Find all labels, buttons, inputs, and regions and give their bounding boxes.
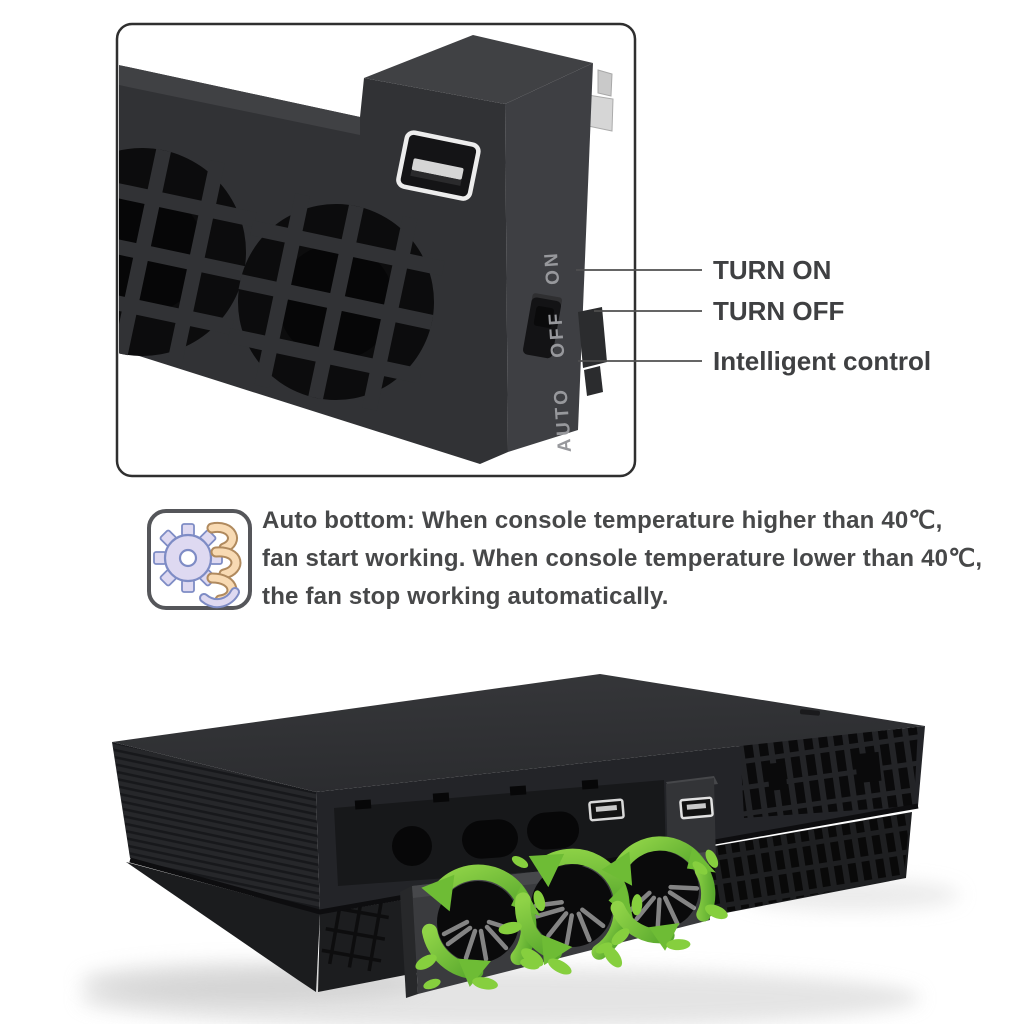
note-line-2: fan start working. When console temperat… — [262, 545, 983, 572]
switch-side-tab-lower — [584, 366, 603, 396]
switch-side-tab — [578, 307, 607, 368]
gear-icon — [153, 523, 223, 593]
auto-mode-gear-icon — [147, 509, 252, 610]
switch-printed-labels: AUTO OFF ON — [541, 250, 576, 453]
vent-cutout-1 — [766, 762, 788, 791]
fan-usb-port — [679, 796, 714, 820]
device-right-face — [505, 63, 593, 452]
fan-grille-left — [119, 137, 257, 367]
cooling-fan-device: AUTO OFF ON — [119, 35, 614, 464]
tower-top-face — [364, 35, 593, 104]
switch-label-off: OFF — [545, 310, 569, 358]
plug-connector-small — [597, 69, 613, 97]
attached-fan-unit — [400, 776, 737, 998]
console-with-fan-render — [80, 674, 960, 1024]
power-button — [799, 709, 820, 716]
label-turn-on: TURN ON — [713, 255, 832, 285]
fan-opening-2 — [527, 865, 613, 953]
label-intelligent-control: Intelligent control — [713, 346, 932, 376]
scattered-leaves — [423, 856, 708, 990]
fan-grille-right — [227, 193, 445, 411]
console-base-left — [126, 862, 320, 992]
plug-connector — [587, 94, 614, 132]
note-line-1: Auto bottom: When console temperature hi… — [262, 507, 943, 534]
vent-cutout-2 — [854, 751, 882, 784]
framed-photo-fan-closeup: AUTO OFF ON — [115, 22, 702, 478]
note-line-3: the fan stop working automatically. — [262, 583, 669, 610]
switch-label-on: ON — [541, 250, 564, 286]
console-left-face — [112, 742, 320, 912]
console-usb-port — [588, 798, 625, 822]
console-side-vents — [740, 727, 918, 818]
mode-switch — [522, 293, 563, 359]
fan-slab-left-edge — [400, 886, 418, 998]
console-top-face — [112, 674, 925, 792]
callout-leader-lines — [576, 269, 702, 362]
usb-port — [396, 130, 481, 201]
bar-top-bevel — [119, 64, 360, 135]
auto-arrows-icon — [199, 521, 242, 609]
base-grid-vent — [321, 891, 389, 972]
panel-cutouts — [354, 779, 599, 866]
fan-opening-1 — [437, 881, 519, 963]
slab-separation-line — [129, 803, 919, 915]
switch-label-auto: AUTO — [550, 386, 576, 453]
label-turn-off: TURN OFF — [713, 296, 845, 326]
